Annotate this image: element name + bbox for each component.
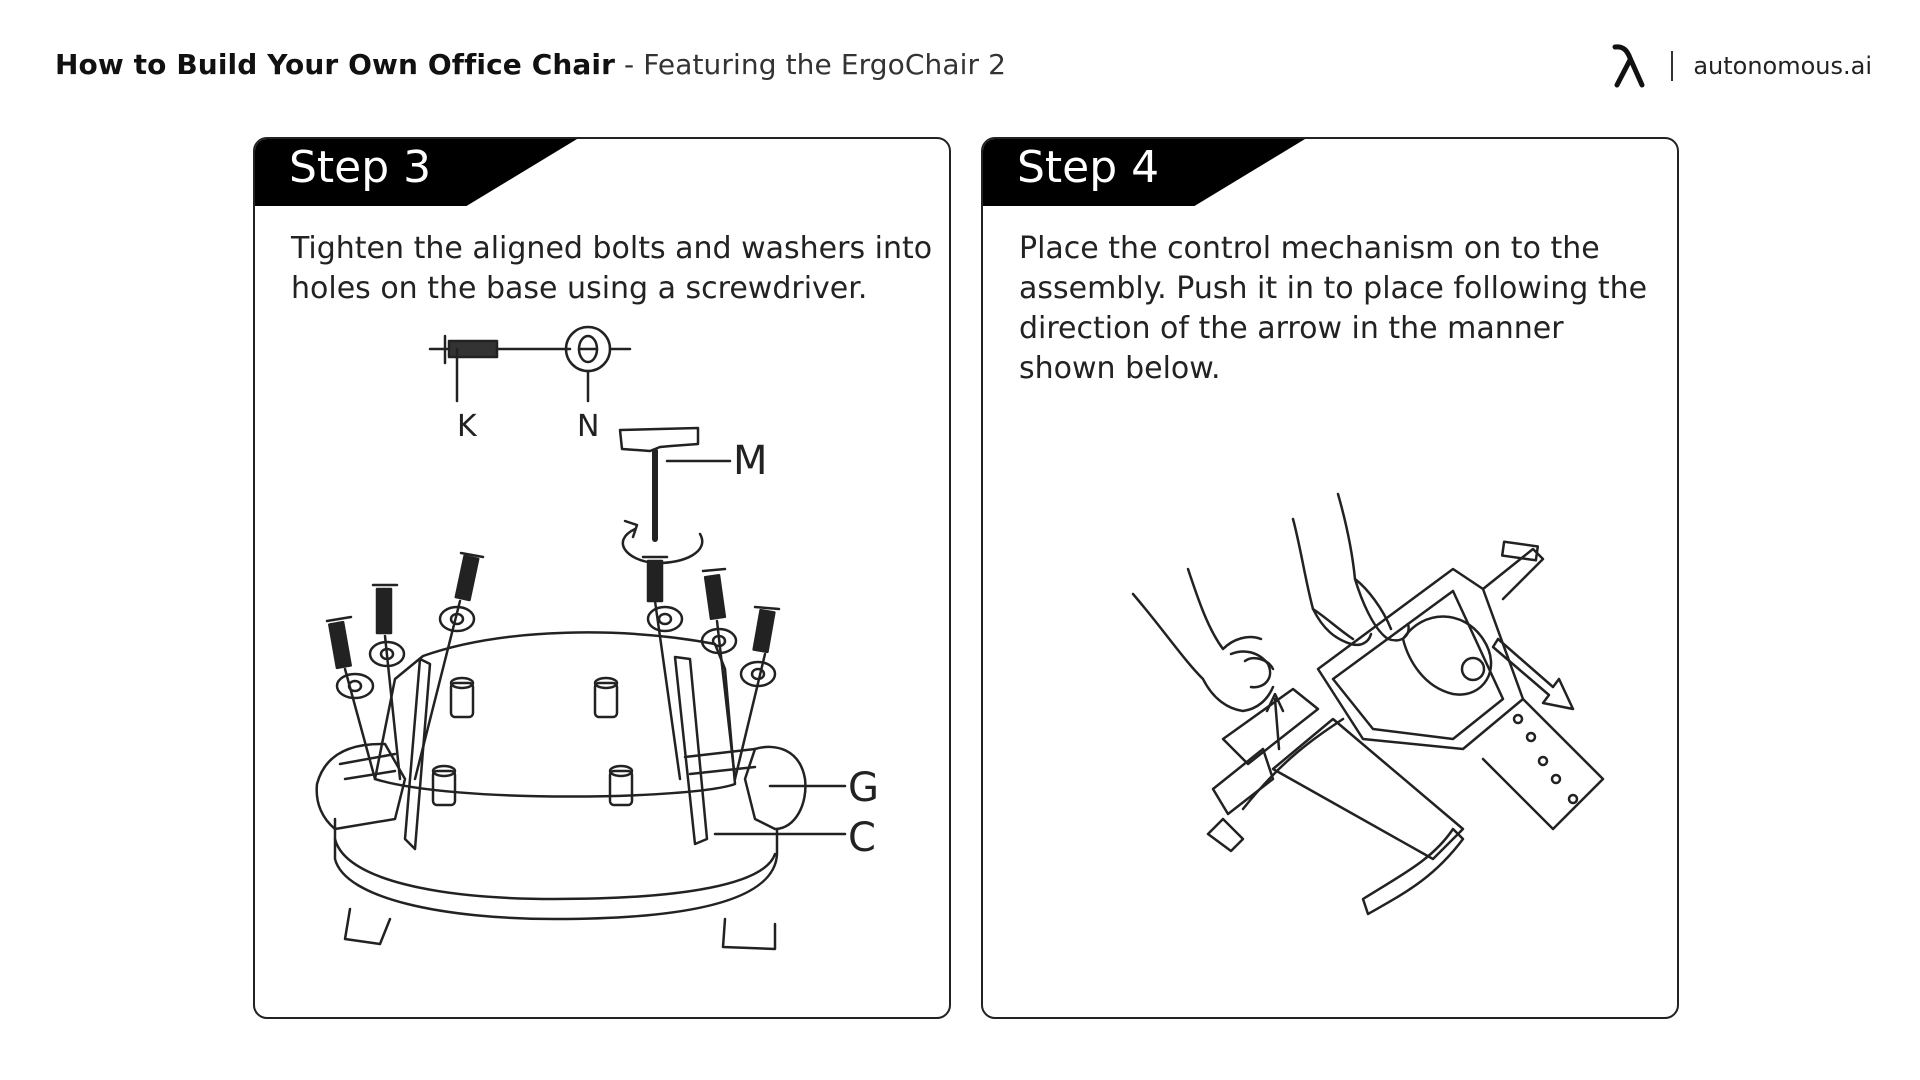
lambda-icon <box>1612 44 1645 88</box>
part-label-c: C <box>848 815 876 861</box>
screwdriver-m-icon <box>618 426 732 565</box>
brand-logo[interactable]: autonomous.ai <box>1609 44 1872 88</box>
control-mechanism-icon <box>1206 540 1605 916</box>
brand-name: autonomous.ai <box>1693 52 1872 80</box>
step-3-instruction: Tighten the aligned bolts and washers in… <box>291 231 933 306</box>
page-title-main: How to Build Your Own Office Chair <box>55 48 615 81</box>
step-4-panel: Step 4 Place the control mechanism on to… <box>981 137 1679 1019</box>
bolt-icon <box>413 551 485 781</box>
hand-icon <box>1291 492 1410 647</box>
arrow-up-icon <box>1265 692 1285 751</box>
step-3-illustration: K N M G C <box>315 325 879 951</box>
step-4-label: Step 4 <box>1017 142 1160 193</box>
step-3-panel: Step 3 Tighten the aligned bolts and was… <box>253 137 951 1019</box>
part-label-n: N <box>577 409 599 444</box>
part-label-g: G <box>848 765 879 811</box>
arrow-right-down-icon <box>1491 637 1575 711</box>
washer-n-icon <box>564 325 632 403</box>
brand-divider <box>1671 51 1674 81</box>
bolt-icon <box>641 555 684 781</box>
step-4-instruction: Place the control mechanism on to the as… <box>1019 231 1648 386</box>
part-label-k: K <box>457 409 478 444</box>
bolt-icon <box>325 615 377 781</box>
bolt-icon <box>733 605 781 781</box>
step-3-label: Step 3 <box>289 142 432 193</box>
page-title-subtitle: - Featuring the ErgoChair 2 <box>614 48 1007 81</box>
seat-base-icon <box>315 631 847 951</box>
bolt-icon <box>368 583 406 781</box>
bolt-k-icon <box>428 334 572 403</box>
page-title: How to Build Your Own Office Chair - Fea… <box>55 48 1006 81</box>
step-4-illustration <box>1131 492 1605 916</box>
part-label-m: M <box>733 438 768 484</box>
hand-icon <box>1131 567 1275 713</box>
